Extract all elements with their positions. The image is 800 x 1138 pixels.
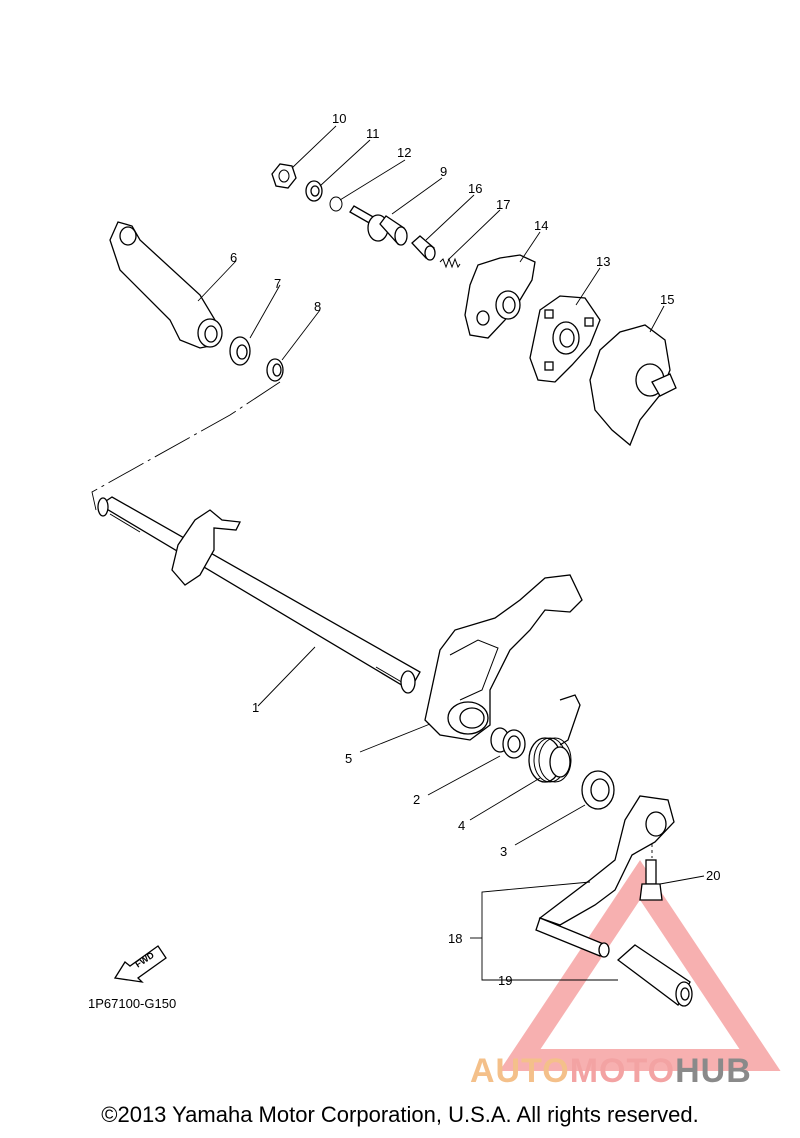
callout-19: 19 xyxy=(498,973,512,988)
callout-6: 6 xyxy=(230,250,237,265)
callout-15: 15 xyxy=(660,292,674,307)
leader-lines xyxy=(197,125,705,885)
callout-7: 7 xyxy=(274,276,281,291)
collar xyxy=(411,235,436,261)
change-lever xyxy=(109,221,223,349)
washer xyxy=(229,336,251,366)
stopper-lever xyxy=(464,254,536,339)
bushing xyxy=(490,727,526,759)
shift-pedal xyxy=(535,795,675,958)
shift-drum-segment xyxy=(589,324,677,447)
callout-20: 20 xyxy=(706,868,720,883)
callout-10: 10 xyxy=(332,111,346,126)
segment-plate xyxy=(529,295,601,383)
circlip xyxy=(266,358,284,382)
bolt xyxy=(349,205,408,246)
watermark-part-1: AUTO xyxy=(470,1052,570,1090)
o-ring xyxy=(329,196,343,212)
callout-11: 11 xyxy=(366,126,380,141)
oil-seal xyxy=(581,770,615,810)
callout-17: 17 xyxy=(496,197,510,212)
pedal-rubber xyxy=(616,944,693,1007)
callout-8: 8 xyxy=(314,299,321,314)
watermark-logo: AUTOMOTOHUB xyxy=(470,1052,752,1091)
copyright-notice: ©2013 Yamaha Motor Corporation, U.S.A. A… xyxy=(101,1102,699,1127)
pedal-bolt xyxy=(639,859,663,901)
callout-bracket xyxy=(470,881,618,981)
callout-9: 9 xyxy=(440,164,447,179)
shift-shaft xyxy=(97,496,421,694)
callout-4: 4 xyxy=(458,818,465,833)
callout-numbers: 1 2 3 4 5 6 7 8 9 10 11 12 13 14 15 16 1… xyxy=(230,111,720,988)
washer-small xyxy=(305,180,323,202)
callout-1: 1 xyxy=(252,700,259,715)
watermark-part-3: HUB xyxy=(675,1052,752,1090)
callout-2: 2 xyxy=(413,792,420,807)
diagram-code: 1P67100-G150 xyxy=(88,996,177,1011)
callout-5: 5 xyxy=(345,751,352,766)
shift-lever-assembly xyxy=(424,574,583,741)
callout-13: 13 xyxy=(596,254,610,269)
nut xyxy=(271,163,297,189)
callout-16: 16 xyxy=(468,181,482,196)
watermark-part-2: MOTO xyxy=(569,1052,676,1090)
spring xyxy=(528,694,581,783)
small-spring xyxy=(439,257,461,269)
callout-18: 18 xyxy=(448,931,462,946)
callout-14: 14 xyxy=(534,218,548,233)
callout-3: 3 xyxy=(500,844,507,859)
fwd-arrow-icon: FWD xyxy=(113,945,167,983)
callout-12: 12 xyxy=(397,145,411,160)
assembly-dash-line xyxy=(91,381,281,511)
watermark-triangle xyxy=(499,860,781,1071)
